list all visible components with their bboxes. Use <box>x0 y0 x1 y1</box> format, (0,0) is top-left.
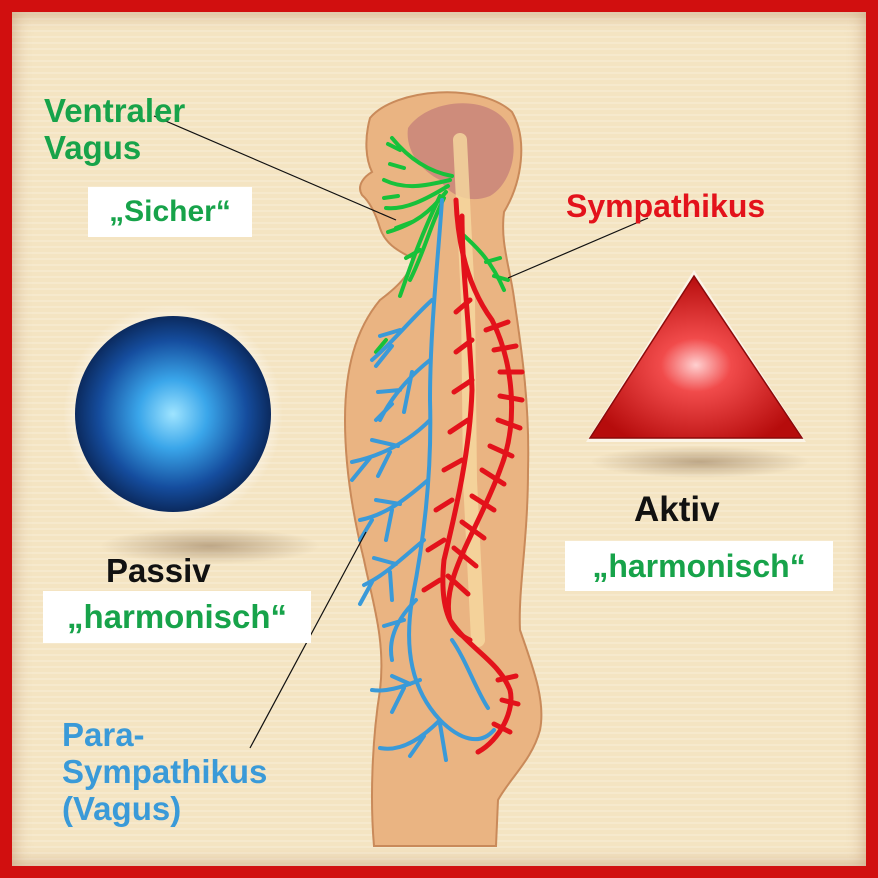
diagram-panel: Ventraler Vagus „Sicher“ Sympathikus Pas… <box>12 12 866 866</box>
parasympathikus-label: Para- Sympathikus (Vagus) <box>62 716 268 828</box>
sympathikus-leader-line <box>507 217 649 279</box>
sympathikus-label: Sympathikus <box>566 188 766 224</box>
passiv-harmonisch-tag: „harmonisch“ <box>43 591 311 643</box>
human-nervous-system-figure <box>343 91 543 847</box>
triangle-shadow <box>590 446 810 478</box>
ventral-vagus-line2: Vagus <box>44 128 142 166</box>
ventral-vagus-nerves <box>374 136 510 354</box>
para-line3: (Vagus) <box>62 789 182 827</box>
ventral-vagus-line1: Ventraler <box>44 92 186 129</box>
para-line2: Sympathikus <box>62 752 268 790</box>
para-line1: Para- <box>62 716 145 753</box>
red-triangle-icon <box>586 270 806 442</box>
passiv-label: Passiv <box>106 552 211 589</box>
sympathikus-nerves <box>421 197 525 755</box>
sphere-shadow <box>100 528 320 564</box>
ventral-vagus-label: Ventraler Vagus <box>44 92 186 167</box>
parasympathikus-nerves <box>350 198 496 762</box>
sicher-tag: „Sicher“ <box>88 187 252 237</box>
blue-sphere-icon <box>63 304 283 524</box>
diagram-artwork <box>63 91 810 847</box>
aktiv-harmonisch-tag: „harmonisch“ <box>565 541 833 591</box>
ventral-vagus-leader-line <box>153 115 397 221</box>
aktiv-label: Aktiv <box>634 490 720 529</box>
